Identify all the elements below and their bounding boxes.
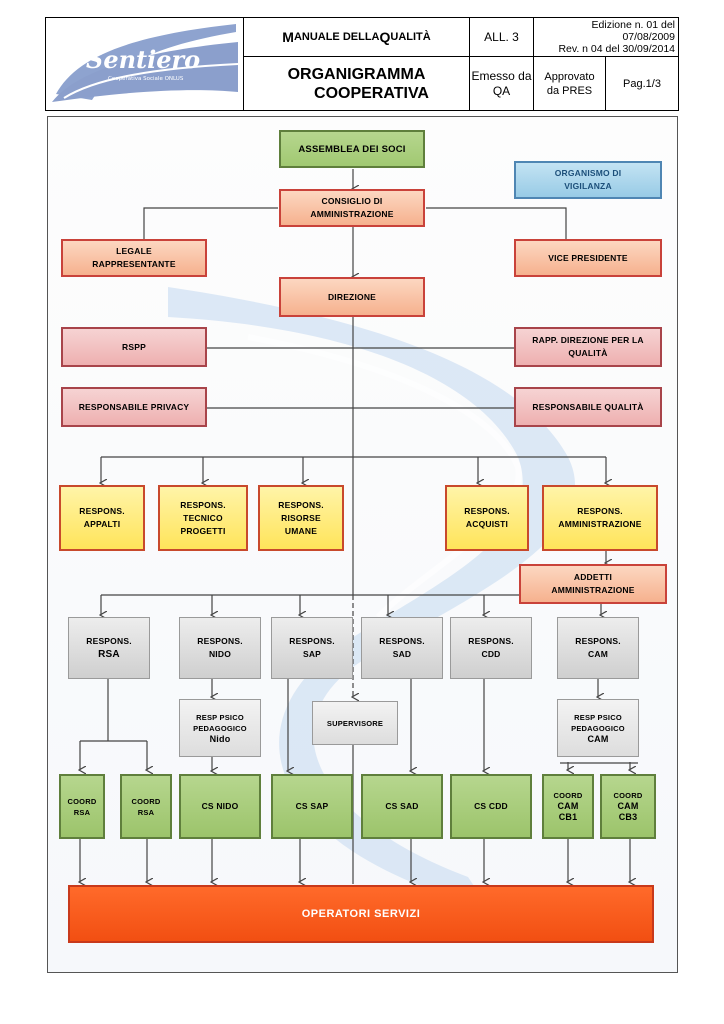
- box-responsabile-qualita: Responsabile qualità: [514, 387, 662, 427]
- box-consiglio: Consiglio diAmministrazione: [279, 189, 425, 227]
- sentiero-logo: Sentiero Cooperativa Sociale ONLUS: [52, 24, 239, 102]
- logo-cell: Sentiero Cooperativa Sociale ONLUS: [46, 18, 244, 110]
- box-supervisore: SUPERVISORE: [312, 701, 398, 745]
- box-assemblea: Assemblea dei soci: [279, 130, 425, 168]
- document-title: ORGANIGRAMMA COOPERATIVA: [244, 57, 470, 110]
- box-resp-risorse-umane: Respons.risorseumane: [258, 485, 344, 551]
- box-responsabile-privacy: Responsabile privacy: [61, 387, 207, 427]
- page-number: Pag.1/3: [623, 77, 661, 90]
- box-rspp: RSPP: [61, 327, 207, 367]
- box-resp-rsa: RESPONS.RSA: [68, 617, 150, 679]
- box-resp-appalti: Respons.appalti: [59, 485, 145, 551]
- attachment-code: ALL. 3: [470, 18, 534, 57]
- box-organismo-vigilanza: Organismo divigilanza: [514, 161, 662, 199]
- box-legale-rappresentante: LegaleRappresentante: [61, 239, 207, 277]
- box-cs-sad: CS SAD: [361, 774, 443, 839]
- box-rapp-direzione-qualita: Rapp. direzione per laqualità: [514, 327, 662, 367]
- box-resp-sap: RESPONS.SAP: [271, 617, 353, 679]
- issued-by: Emesso da QA: [470, 57, 534, 110]
- chart-connectors: [48, 169, 638, 973]
- box-resp-amministrazione: Respons.amministrazione: [542, 485, 658, 551]
- org-chart: Assemblea dei soci Organismo divigilanza…: [47, 116, 678, 973]
- logo-subtitle: Cooperativa Sociale ONLUS: [108, 76, 184, 82]
- box-addetti-amministrazione: Addettiamministrazione: [519, 564, 667, 604]
- box-direzione: Direzione: [279, 277, 425, 317]
- box-vice-presidente: Vice Presidente: [514, 239, 662, 277]
- logo-text: Sentiero: [86, 45, 200, 74]
- box-resp-tecnico-progetti: Respons.tecnicoprogetti: [158, 485, 248, 551]
- chart-background-swoosh: [168, 287, 576, 907]
- box-cs-sap: CS SAP: [271, 774, 353, 839]
- box-cs-nido: CS NIDO: [179, 774, 261, 839]
- edition-info: Edizione n. 01 del 07/08/2009 Rev. n 04 …: [534, 18, 678, 57]
- box-operatori-servizi: OPERATORI SERVIZI: [68, 885, 654, 943]
- box-resp-sad: RESPONS.SAD: [361, 617, 443, 679]
- box-resp-acquisti: Respons.acquisti: [445, 485, 529, 551]
- box-cs-cdd: CS CDD: [450, 774, 532, 839]
- box-resp-cdd: RESPONS.CDD: [450, 617, 532, 679]
- box-resp-nido: RESPONS.NIDO: [179, 617, 261, 679]
- box-resp-cam: RESPONS.CAM: [557, 617, 639, 679]
- approved-by: Approvato da PRES: [534, 57, 606, 110]
